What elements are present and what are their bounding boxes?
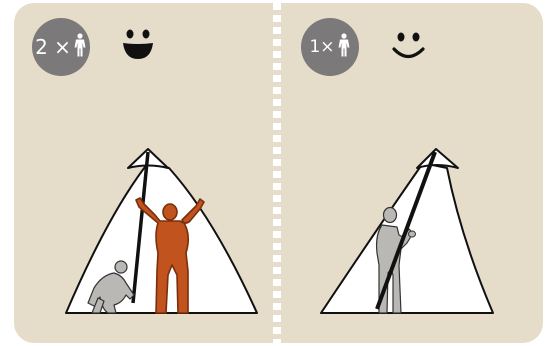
tent-setup-illustration: 2 ×	[14, 3, 543, 343]
tent-scene-two-people	[14, 3, 273, 343]
tent-roof-cap	[417, 149, 458, 168]
one-person-panel: 1×	[281, 3, 543, 343]
hand	[409, 231, 416, 237]
two-person-panel: 2 ×	[14, 3, 273, 343]
tent-scene-one-person	[281, 3, 543, 343]
panel-divider	[273, 3, 281, 343]
